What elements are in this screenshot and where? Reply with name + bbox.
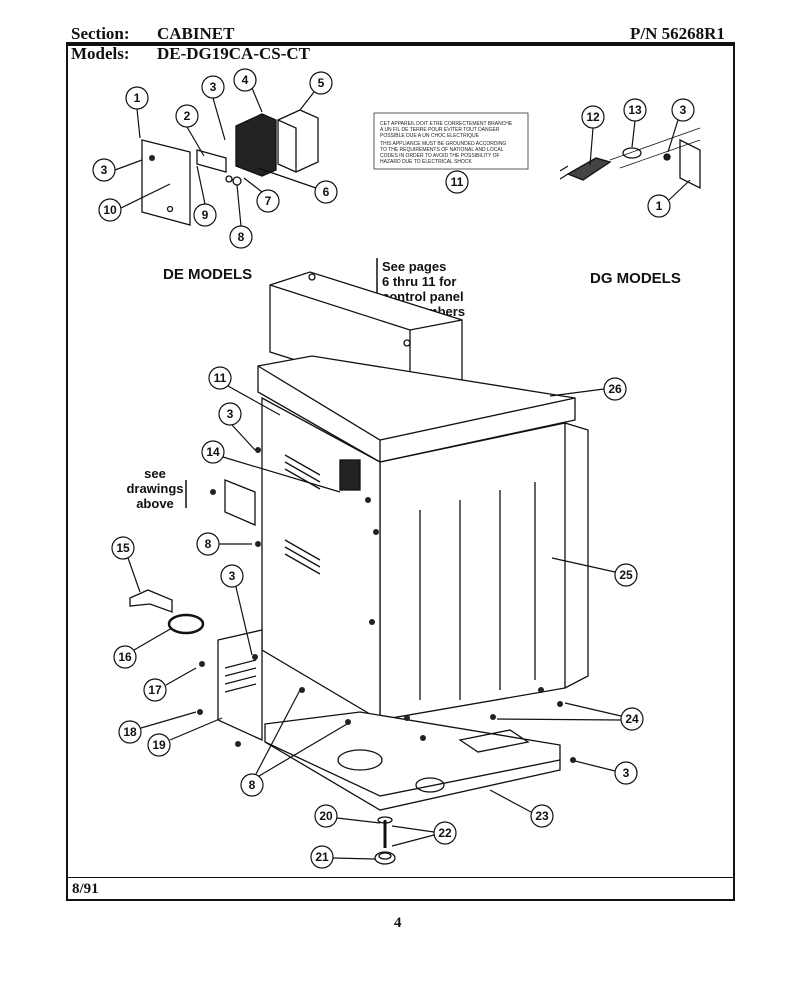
callout-1: 1 [134,91,141,105]
callout-8: 8 [238,230,245,244]
callout-18: 18 [123,725,137,739]
callout-3: 3 [229,569,236,583]
control-note-line: 6 thru 11 for [382,274,457,289]
callout-24: 24 [625,712,639,726]
callout-20: 20 [319,809,333,823]
footer-rule [68,877,733,878]
see-drawings-line: drawings [126,481,184,496]
callout-3: 3 [227,407,234,421]
callout-16: 16 [118,650,132,664]
models-label: Models: [71,44,130,63]
callout-13: 13 [628,103,642,117]
callout-8: 8 [205,537,212,551]
callout-2: 2 [184,109,191,123]
callout-11: 11 [451,175,464,189]
footer-date: 8/91 [72,881,99,897]
callout-19: 19 [152,738,166,752]
callout-3: 3 [210,80,217,94]
callout-1: 1 [656,199,663,213]
callout-22: 22 [438,826,452,840]
decal-line: THIS APPLIANCE MUST BE GROUNDED ACCORDIN… [380,141,506,147]
callout-3: 3 [680,103,687,117]
callout-15: 15 [116,541,130,555]
dg-models-label: DG MODELS [590,270,681,287]
models-value: DE-DG19CA-CS-CT [157,44,310,63]
control-note-line: control panel [382,289,464,304]
callout-17: 17 [148,683,162,697]
decal-line: TO THE REQUIREMENTS OF NATIONAL AND LOCA… [380,147,504,153]
section-label: Section: [71,24,130,43]
page-number: 4 [394,915,402,931]
callout-7: 7 [265,194,272,208]
callout-4: 4 [242,73,249,87]
callout-8: 8 [249,778,256,792]
callout-14: 14 [206,445,220,459]
see-drawings-line: see [144,466,166,481]
callout-25: 25 [619,568,633,582]
de-models-label: DE MODELS [163,266,253,283]
see-drawings-line: above [136,496,174,511]
decal-line: CODES IN ORDER TO AVOID THE POSSIBILITY … [380,153,500,159]
decal-line: A UN FIL DE TERRE POUR EVITER TOUT DANGE… [380,127,500,133]
callout-5: 5 [318,76,325,90]
callout-3: 3 [101,163,108,177]
part-number: P/N 56268R1 [630,24,725,43]
decal-line: CET APPAREIL DOIT ETRE CORRECTEMENT BRAN… [380,121,513,127]
section-value: CABINET [157,24,235,43]
callout-9: 9 [202,208,209,222]
see-drawings-note: see drawings above [126,466,184,511]
decal-line: POSSIBLE DUE A UN CHOC ELECTRIQUE [380,133,480,139]
callout-6: 6 [323,185,330,199]
callout-21: 21 [315,850,329,864]
callout-23: 23 [535,809,549,823]
callout-11: 11 [214,371,227,385]
control-note-line: See pages [382,259,447,274]
callout-10: 10 [103,203,117,217]
diagram-frame [66,44,735,901]
callout-26: 26 [608,382,622,396]
callout-12: 12 [586,110,600,124]
callout-3: 3 [623,766,630,780]
header-rule [66,42,735,44]
decal-line: HAZARD DUE TO ELECTRICAL SHOCK [380,159,473,165]
